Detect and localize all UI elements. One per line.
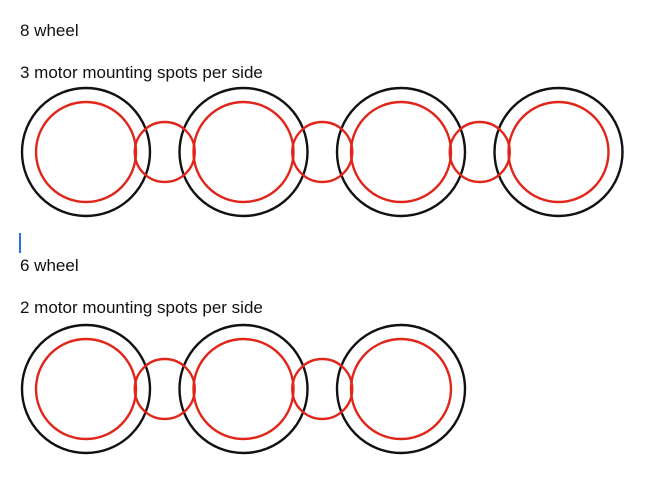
section-6-wheel-title: 6 wheel (20, 256, 79, 275)
wheel-outer-circle (493, 86, 624, 218)
section-6-wheel-subtitle: 2 motor mounting spots per side (20, 298, 263, 317)
motor-mount-circle (291, 120, 354, 184)
wheel-inner-circle (192, 337, 295, 441)
wheel-outer-circle (20, 86, 152, 218)
wheel-inner-circle (34, 100, 138, 204)
wheel-outer-circle (335, 86, 467, 218)
six-wheel-row (20, 323, 467, 455)
wheel-outer-circle (178, 323, 309, 455)
motor-mount-circle (448, 120, 511, 184)
wheel-outer-circle (335, 323, 467, 455)
motor-mount-circle (291, 357, 354, 421)
eight-wheel-row (20, 86, 624, 218)
wheel-inner-circle (507, 100, 610, 204)
wheel-inner-circle (34, 337, 138, 441)
section-8-wheel-title: 8 wheel (20, 21, 79, 40)
wheel-inner-circle (349, 337, 453, 441)
wheel-outer-circle (20, 323, 152, 455)
wheel-outer-circle (178, 86, 309, 218)
wheel-inner-circle (349, 100, 453, 204)
section-8-wheel-subtitle: 3 motor mounting spots per side (20, 63, 263, 82)
text-cursor (19, 233, 21, 253)
motor-mount-circle (133, 120, 196, 184)
wheel-inner-circle (192, 100, 295, 204)
motor-mount-circle (133, 357, 196, 421)
